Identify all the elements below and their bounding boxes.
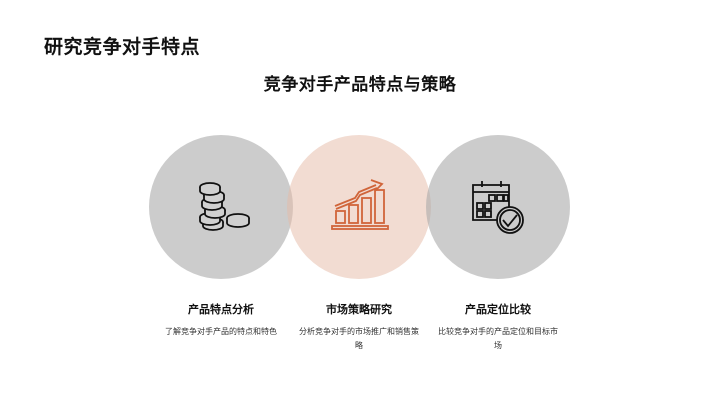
card-circle-product-positioning <box>426 135 570 279</box>
section-subtitle: 竞争对手产品特点与策略 <box>263 75 457 95</box>
coins-icon <box>199 182 250 231</box>
card-desc-market-strategy: 分析竞争对手的市场推广和销售策略 <box>299 327 419 350</box>
card-desc-product-features: 了解竞争对手产品的特点和特色 <box>165 327 277 336</box>
growth-chart-icon <box>331 179 389 230</box>
page-title: 研究竞争对手特点 <box>44 36 201 58</box>
card-desc-product-positioning: 比较竞争对手的产品定位和目标市场 <box>438 327 558 350</box>
card-circle-market-strategy <box>287 135 431 279</box>
calendar-check-icon <box>472 181 524 234</box>
card-title-market-strategy: 市场策略研究 <box>326 303 392 316</box>
card-title-product-features: 产品特点分析 <box>188 303 254 316</box>
card-title-product-positioning: 产品定位比较 <box>465 303 531 316</box>
